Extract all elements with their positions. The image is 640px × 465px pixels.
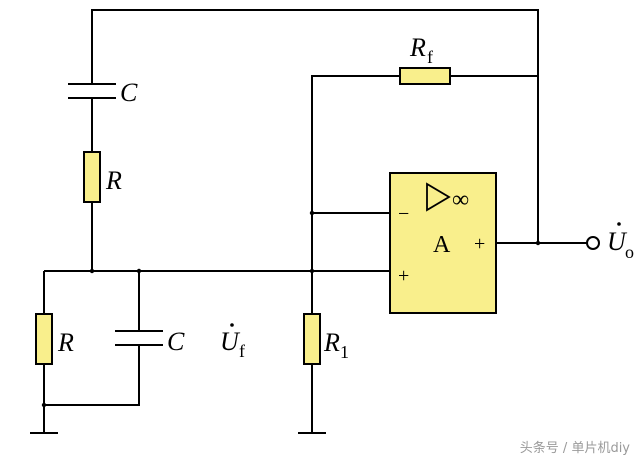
op-amp-plus-output: +: [474, 233, 485, 255]
label-c-top: C: [120, 78, 138, 107]
junction-dots: [41, 210, 541, 408]
label-r1-sub: 1: [340, 342, 349, 362]
wire-top-loop: [91, 9, 539, 243]
capacitor-bottom: [115, 330, 163, 346]
resistor-bottom: [35, 313, 53, 365]
output-terminal: [586, 236, 600, 250]
label-r-bottom: R: [57, 328, 74, 357]
op-amp-triangle-icon: [426, 182, 451, 212]
wire-rf-left: [311, 75, 400, 314]
op-amp-infinity: ∞: [452, 187, 469, 213]
wire-c-bottom-down: [44, 345, 140, 406]
op-amp-minus: −: [398, 203, 409, 225]
label-uf-main: U: [220, 327, 241, 356]
label-r-top: R: [105, 166, 122, 195]
label-uf: U f: [220, 323, 245, 361]
watermark: 头条号 / 单片机diy: [520, 440, 631, 456]
label-rf-sub: f: [427, 47, 433, 67]
resistor-top: [83, 151, 101, 203]
capacitor-top: [68, 83, 116, 99]
label-r1-main: R: [323, 328, 340, 357]
label-uo-sub: o: [625, 242, 634, 262]
label-uf-sub: f: [239, 341, 245, 361]
resistor-rf: [399, 67, 451, 85]
wires: [43, 9, 587, 433]
label-uo: U o: [607, 222, 634, 262]
op-amp-body: [389, 172, 497, 314]
label-rf-main: R: [409, 33, 426, 62]
label-uo-main: U: [607, 227, 628, 256]
op-amp: ∞ − + A +: [389, 172, 497, 314]
resistor-r1: [303, 313, 321, 365]
op-amp-plus-input: +: [398, 265, 409, 287]
op-amp-name: A: [433, 232, 451, 258]
label-c-bottom: C: [167, 327, 185, 356]
